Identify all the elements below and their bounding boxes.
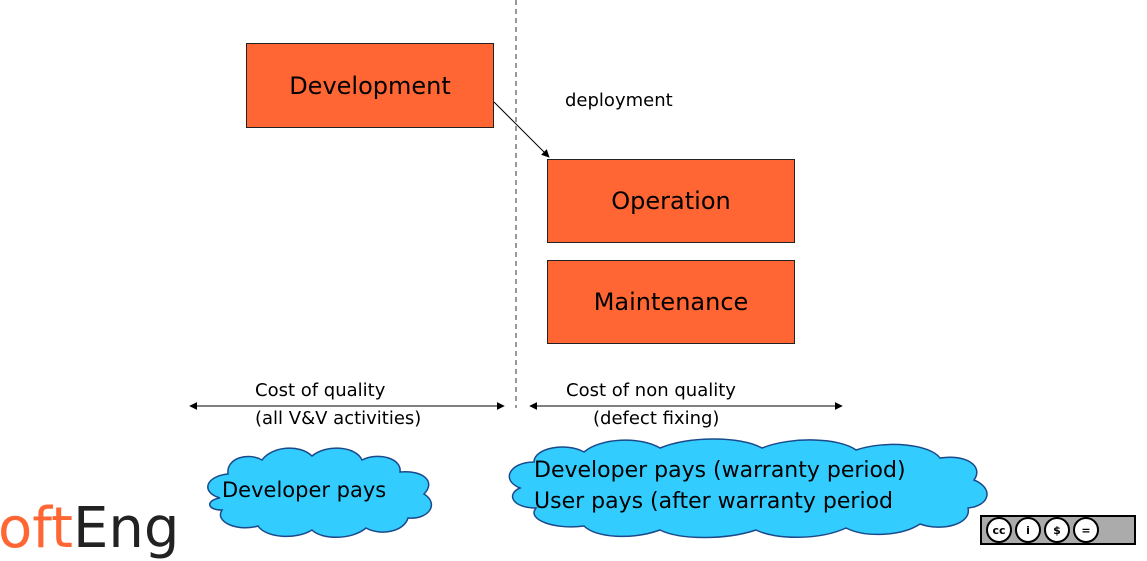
diagram-canvas <box>189 0 988 539</box>
noncommercial-icon: $ <box>1044 517 1070 543</box>
developer-pays-text: Developer pays <box>222 478 387 502</box>
noderivatives-icon: = <box>1073 517 1099 543</box>
logo-part-2: Eng <box>72 496 180 561</box>
development-box: Development <box>246 43 494 128</box>
warranty-text-line1: Developer pays (warranty period) <box>534 458 906 483</box>
developer-pays-cloud <box>207 447 432 538</box>
cost-of-non-quality-title: Cost of non quality <box>566 380 736 401</box>
deployment-label: deployment <box>565 90 673 111</box>
warranty-text-line2: User pays (after warranty period <box>534 489 894 514</box>
logo-part-1: oft <box>0 496 73 561</box>
attribution-icon: i <box>1015 517 1041 543</box>
warranty-cloud <box>508 438 988 539</box>
operation-box: Operation <box>547 159 795 243</box>
operation-label: Operation <box>611 187 731 215</box>
cc-icon: cc <box>986 517 1012 543</box>
maintenance-label: Maintenance <box>593 288 749 316</box>
maintenance-box: Maintenance <box>547 260 795 344</box>
cost-of-non-quality-detail: (defect fixing) <box>593 408 720 429</box>
softeng-logo: oftEng <box>0 501 179 557</box>
cost-of-quality-detail: (all V&V activities) <box>255 408 422 429</box>
development-label: Development <box>289 71 451 100</box>
cost-of-quality-title: Cost of quality <box>255 380 386 401</box>
deployment-arrow <box>493 101 550 158</box>
